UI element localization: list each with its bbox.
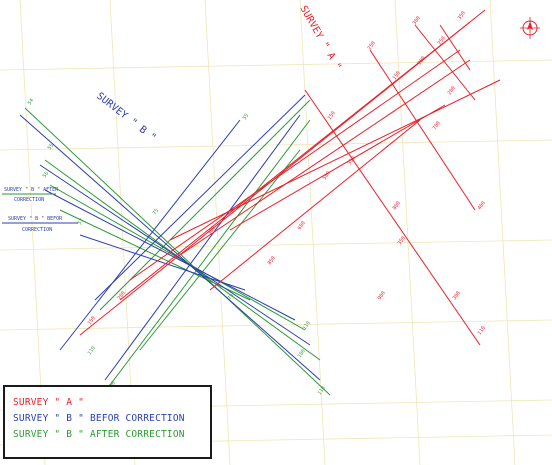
station-label: 500 [322,170,332,181]
survey-b-before-lines [19,94,321,381]
survey-b-title: SURVEY " B " [94,91,158,144]
station-label: 55 [47,143,55,151]
survey-b-before-line [39,164,311,346]
survey-b-before-line [104,114,301,381]
grid-line [0,319,552,331]
survey-a-lines [79,9,501,346]
survey-a-line [439,24,471,71]
station-label: 700 [432,120,442,131]
station-label: 400 [477,200,487,211]
survey-b-before-line [59,119,241,351]
station-label: 250 [437,35,447,46]
survey-b-before-line [44,189,296,321]
station-label: 54 [27,98,35,106]
survey-a-line [119,21,471,301]
survey-a-line [179,59,471,256]
station-label: 75 [152,208,160,216]
survey-a-line [414,24,476,101]
survey-a-line [129,49,461,281]
station-label: 200 [417,55,427,66]
survey-a-line [304,89,481,346]
north-arrow-icon [520,17,540,39]
station-label: 300 [412,15,422,26]
grid-line [394,0,421,465]
grid-line [204,0,231,465]
survey-b-after-line [109,119,311,386]
survey-a-line [369,49,476,211]
station-label: 57 [77,218,85,226]
grid-line [489,0,516,465]
survey-a-line [229,104,446,231]
survey-a-line [169,79,501,241]
survey-b-before-line [79,234,246,291]
station-label: 850 [267,255,277,266]
station-label: 250 [367,40,377,51]
station-label: 350 [347,155,357,166]
station-label: 100 [297,348,307,359]
station-label: 600 [297,220,307,231]
station-label: 56 [42,171,50,179]
grid-line [0,139,552,151]
legend-item-survey-a: SURVEY " A " [13,397,85,408]
survey-b-after-line [139,149,301,351]
survey-b-after-line [24,107,331,396]
station-label: 200 [447,85,457,96]
station-label: 300 [207,225,217,236]
survey-b-after-line [99,99,311,311]
station-label: 150 [87,315,97,326]
survey-b-after-line [49,184,306,331]
station-label: 150 [327,110,337,121]
side-label-after-line1: SURVEY " B " AFTER [4,187,59,193]
station-label: 350 [397,235,407,246]
station-label: 110 [302,320,312,331]
side-label-before-line2: CORRECTION [22,227,52,233]
station-label: 350 [457,10,467,21]
survey-b-before-line [19,114,321,381]
side-label-before-line1: SURVEY " B " BEFOR [8,216,63,222]
station-label: 150 [392,70,402,81]
legend-item-before: SURVEY " B " BEFOR CORRECTION [13,413,185,424]
side-label-after-line2: CORRECTION [14,197,44,203]
station-label: 800 [392,200,402,211]
grid-line [0,239,552,251]
station-label: 110 [87,345,97,356]
survey-a-line [209,119,421,291]
station-label: 110 [477,325,487,336]
station-label: 900 [377,290,387,301]
station-label: 75 [227,293,235,301]
station-label: 55 [242,113,250,121]
station-labels: 350 250 200 150 250 300 200 400 700 800 900 300 150 5… [27,10,487,396]
grid-line [0,59,552,71]
station-label: 300 [452,290,462,301]
station-label: 200 [117,290,127,301]
survey-b-before-line [94,94,306,301]
legend: SURVEY " A " SURVEY " B " BEFOR CORRECTI… [3,385,212,459]
station-label: 110 [317,385,327,396]
survey-a-title: SURVEY " A " [297,4,343,72]
legend-item-after: SURVEY " B " AFTER CORRECTION [13,429,185,440]
grid-line [299,0,326,465]
